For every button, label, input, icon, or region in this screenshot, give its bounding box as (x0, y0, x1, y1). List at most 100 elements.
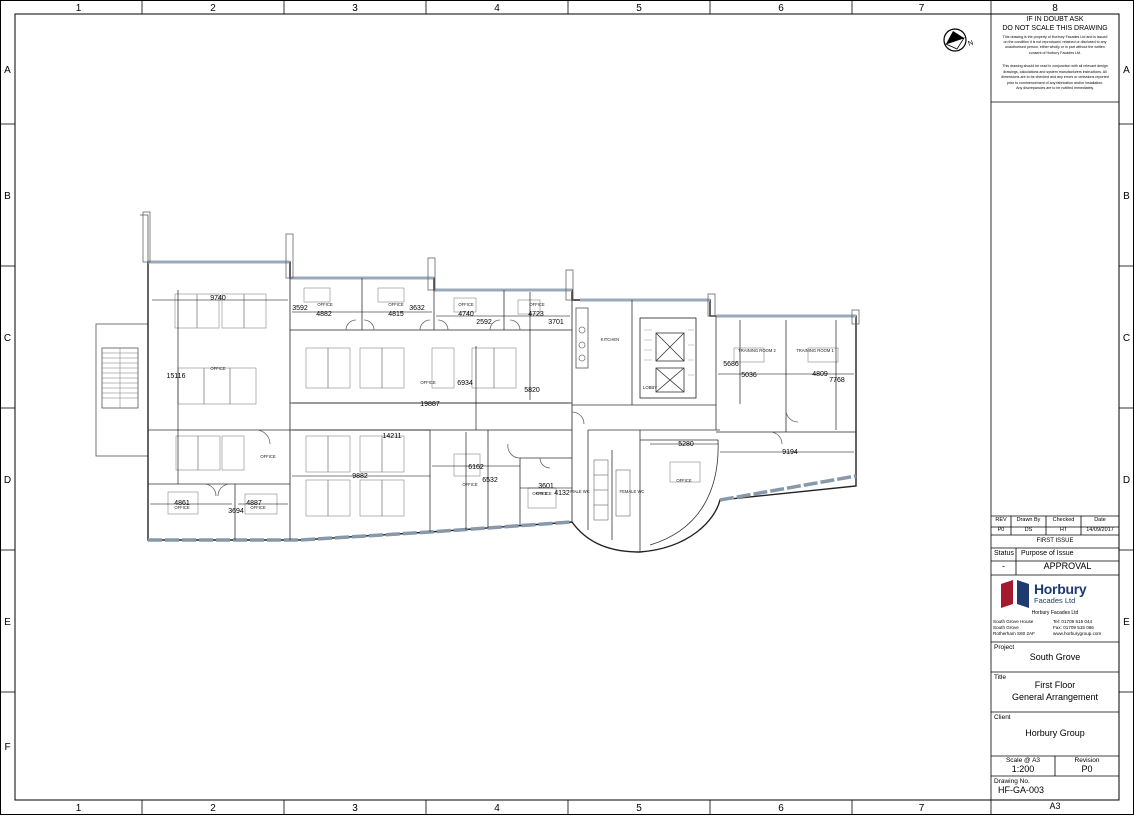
purpose-value: APPROVAL (1043, 561, 1092, 571)
notes-line: This drawing is the property of Horbury … (1002, 35, 1108, 39)
grid-column-label: 3 (352, 3, 358, 14)
room-label: OFFICE (174, 505, 190, 510)
notes-line: on the condition it is not reproduced, r… (1003, 40, 1107, 45)
revision-description: FIRST ISSUE (1036, 538, 1074, 544)
grid-row-label: F (4, 742, 10, 753)
drawing-no-label: Drawing No. (994, 778, 1030, 785)
room-label: OFFICE (420, 380, 436, 385)
dimension-label: 2592 (476, 319, 492, 326)
dimension-label: 3701 (548, 319, 564, 326)
drawing-no-value: HF-GA-003 (998, 785, 1045, 795)
left-stair-core (95, 323, 149, 457)
project-value: South Grove (1029, 652, 1081, 662)
dimension-label: 4723 (528, 311, 544, 318)
notes-line: consent of Horbury Facades Ltd. (1028, 50, 1082, 55)
grid-column-label: 4 (494, 3, 500, 14)
logo-wordmark: Horbury (1034, 581, 1087, 597)
paper-size: A3 (1049, 801, 1061, 811)
room-label: TRAINING ROOM 2 (738, 348, 776, 353)
dimension-label: 5280 (678, 441, 694, 448)
room-label: MALE WC (570, 489, 590, 494)
grid-row-label: E (4, 617, 11, 628)
checked-value: HT (1059, 527, 1068, 533)
revision-value: P0 (1081, 764, 1093, 774)
inner-border (14, 13, 1120, 801)
drawn-by-header: Drawn By (1016, 517, 1041, 523)
notes-line: unauthorised person, either wholly or in… (1005, 45, 1105, 50)
grid-column-label: 5 (636, 803, 642, 814)
company-name: Horbury Facades Ltd (1031, 610, 1079, 616)
dimension-label: 14211 (383, 433, 402, 440)
dimension-label: 4809 (812, 371, 828, 378)
status-value: - (1002, 561, 1005, 571)
room-label: OFFICE (458, 302, 474, 307)
dimension-label: 4815 (388, 311, 404, 318)
room-label: OFFICE (462, 482, 478, 487)
drawn-by-value: DS (1024, 527, 1033, 533)
grid-row-label: A (4, 65, 11, 76)
notes-heading-2: DO NOT SCALE THIS DRAWING (1002, 25, 1108, 32)
room-label: OFFICE (536, 491, 552, 496)
grid-column-label: 7 (919, 803, 925, 814)
grid-column-label: 5 (636, 3, 642, 14)
client-value: Horbury Group (1025, 728, 1085, 738)
room-label: TRAINING ROOM 1 (796, 348, 834, 353)
dimension-label: 4132 (554, 490, 570, 497)
room-label: OFFICE (532, 491, 548, 496)
room-label: FEMALE WC (620, 489, 645, 494)
contact-line: www.horburygroup.com (1053, 631, 1102, 637)
grid-column-label: 6 (778, 3, 784, 14)
grid-column-label: 1 (76, 803, 82, 814)
room-label: OFFICE (676, 478, 692, 483)
grid-column-label: 6 (778, 803, 784, 814)
dimension-label: 6532 (482, 477, 498, 484)
svg-text:N: N (967, 40, 974, 48)
north-arrow-icon: N (943, 28, 974, 52)
contact-line: Fax: 01709 515 066 (1053, 625, 1094, 631)
notes-paragraph-2: This drawing should be read in conjuncti… (991, 64, 1119, 92)
dimension-label: 5820 (524, 387, 540, 394)
dimension-label: 19887 (420, 401, 440, 408)
notes-line: This drawing should be read in conjuncti… (1002, 64, 1108, 68)
rev-header: REV (995, 517, 1007, 523)
grid-row-label: B (1123, 191, 1130, 202)
dimension-label: 4882 (316, 311, 332, 318)
grid-row-label: D (1123, 475, 1130, 486)
notes-paragraph-1: This drawing is the property of Horbury … (991, 35, 1119, 56)
grid-column-label: 1 (76, 3, 82, 14)
grid-row-ticks (0, 123, 1134, 693)
grid-row-label: C (1123, 333, 1130, 344)
grid-row-label: C (4, 333, 11, 344)
dimension-label: 4740 (458, 311, 474, 318)
purpose-label: Purpose of Issue (1021, 550, 1074, 557)
logo-subtext: Facades Ltd (1034, 596, 1076, 605)
project-label: Project (994, 644, 1015, 651)
grid-column-label: 2 (210, 803, 216, 814)
dimension-label: 3601 (538, 483, 554, 490)
dimension-label: 6934 (457, 380, 473, 387)
notes-line: drawings, calculations and system manufa… (1003, 69, 1107, 74)
date-header: Date (1094, 517, 1106, 523)
checked-header: Checked (1052, 517, 1075, 523)
company-logo-icon (1001, 580, 1029, 608)
dimension-label: 3632 (409, 305, 425, 312)
notes-line: prior to commencement of any fabrication… (1006, 80, 1104, 85)
room-label: OFFICE (260, 454, 276, 459)
notes-heading-1: IF IN DOUBT ASK (1026, 16, 1084, 23)
title-label: Title (994, 674, 1007, 681)
company-address: South Grove House South Grove Rotherham … (993, 619, 1035, 638)
grid-row-label: B (4, 191, 11, 202)
dimension-label: 9740 (210, 295, 226, 302)
grid-column-label: 4 (494, 803, 500, 814)
address-line: Rotherham S60 2AF (993, 631, 1035, 637)
floor-plan (95, 211, 860, 553)
title-line-2: General Arrangement (1011, 692, 1099, 702)
contact-line: Tel: 01709 515 044 (1053, 619, 1093, 624)
room-label: OFFICE (317, 302, 333, 307)
